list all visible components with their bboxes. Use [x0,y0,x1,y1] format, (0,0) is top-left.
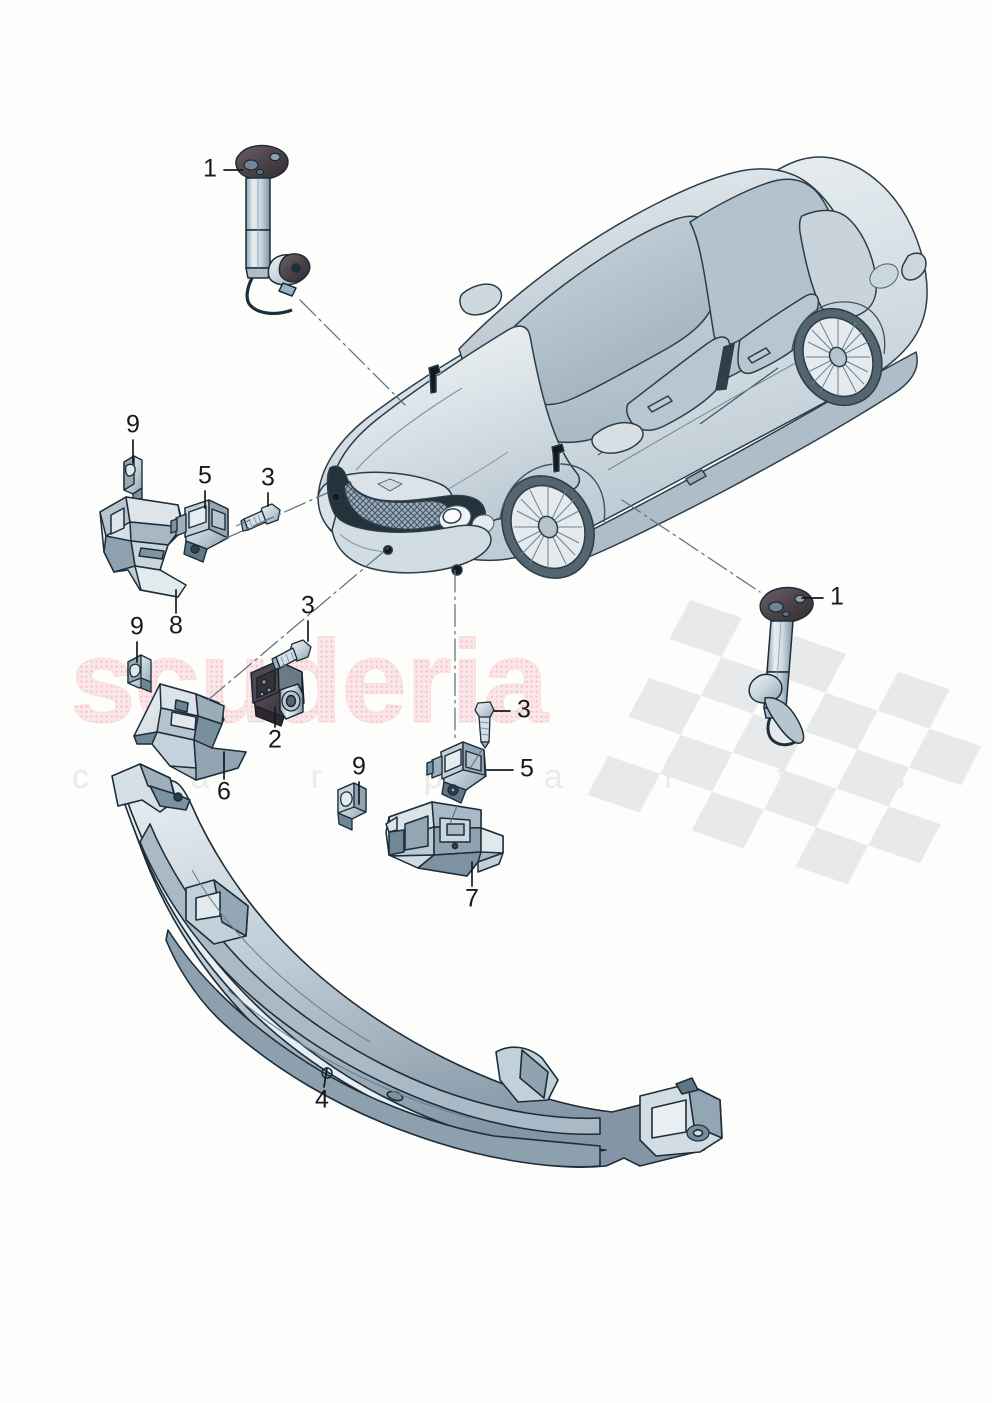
part-hood-lift-actuator-right [748,586,814,747]
callout-1-left[interactable]: 1 [203,155,244,183]
callout-3-mid[interactable]: 3 [301,592,315,642]
ref-line-sensor-left [221,492,328,541]
ref-line-actuator-right [621,499,761,593]
callout-3-upper[interactable]: 3 [261,464,275,507]
callout-5-left[interactable]: 5 [198,462,212,509]
callout-number: 1 [830,583,844,611]
part-retaining-clip-mid-left [127,654,152,693]
part-retaining-clip-upper-left [123,455,143,504]
callout-9-upper-left[interactable]: 9 [126,411,140,464]
ref-line-sensor-center [207,547,389,701]
callout-3-lower[interactable]: 3 [493,696,531,724]
part-crash-sensor-right [426,741,487,804]
mount-point-2 [382,544,394,556]
part-crash-sensor-left [170,499,229,563]
callout-number: 4 [315,1086,329,1114]
callout-5-right[interactable]: 5 [486,755,534,783]
callout-6[interactable]: 6 [217,751,231,806]
callout-number: 5 [520,755,534,783]
callout-number: 8 [169,612,183,640]
part-sensor-bracket-upper-left [99,496,187,598]
callout-9-lower[interactable]: 9 [352,753,366,805]
ref-line-actuator-left [299,299,406,406]
callout-number: 9 [130,613,144,641]
callout-number: 6 [217,778,231,806]
callout-number: 7 [465,885,479,913]
actuator-position-cowl [550,442,566,474]
callout-8[interactable]: 8 [169,589,183,640]
part-hood-lift-actuator-left [235,144,311,316]
callout-number: 3 [517,696,531,724]
callout-2[interactable]: 2 [268,706,282,754]
part-sensor-bracket-lower-left [133,683,247,781]
callout-number: 3 [261,464,275,492]
callout-number: 1 [203,155,217,183]
callout-number: 5 [198,462,212,490]
part-hex-bolt-upper [240,503,281,532]
mount-point-1 [330,491,342,503]
callout-9-mid-left[interactable]: 9 [130,613,144,663]
part-hex-bolt-mid [271,639,312,670]
callout-7[interactable]: 7 [465,861,479,913]
part-front-bumper-cross-member [111,763,723,1168]
assembly-reference-lines [207,299,761,743]
callout-1-right[interactable]: 1 [801,583,844,611]
part-sensor-bracket-right [385,801,504,877]
part-tie-lines [235,519,484,825]
part-hex-bolt-lower [474,701,495,749]
callout-number: 9 [126,411,140,439]
callout-4[interactable]: 4 [315,1067,329,1114]
vehicle-illustration [317,156,928,579]
callout-number: 2 [268,726,282,754]
callout-number: 3 [301,592,315,620]
callout-number: 9 [352,753,366,781]
actuator-position-hood [427,363,442,395]
